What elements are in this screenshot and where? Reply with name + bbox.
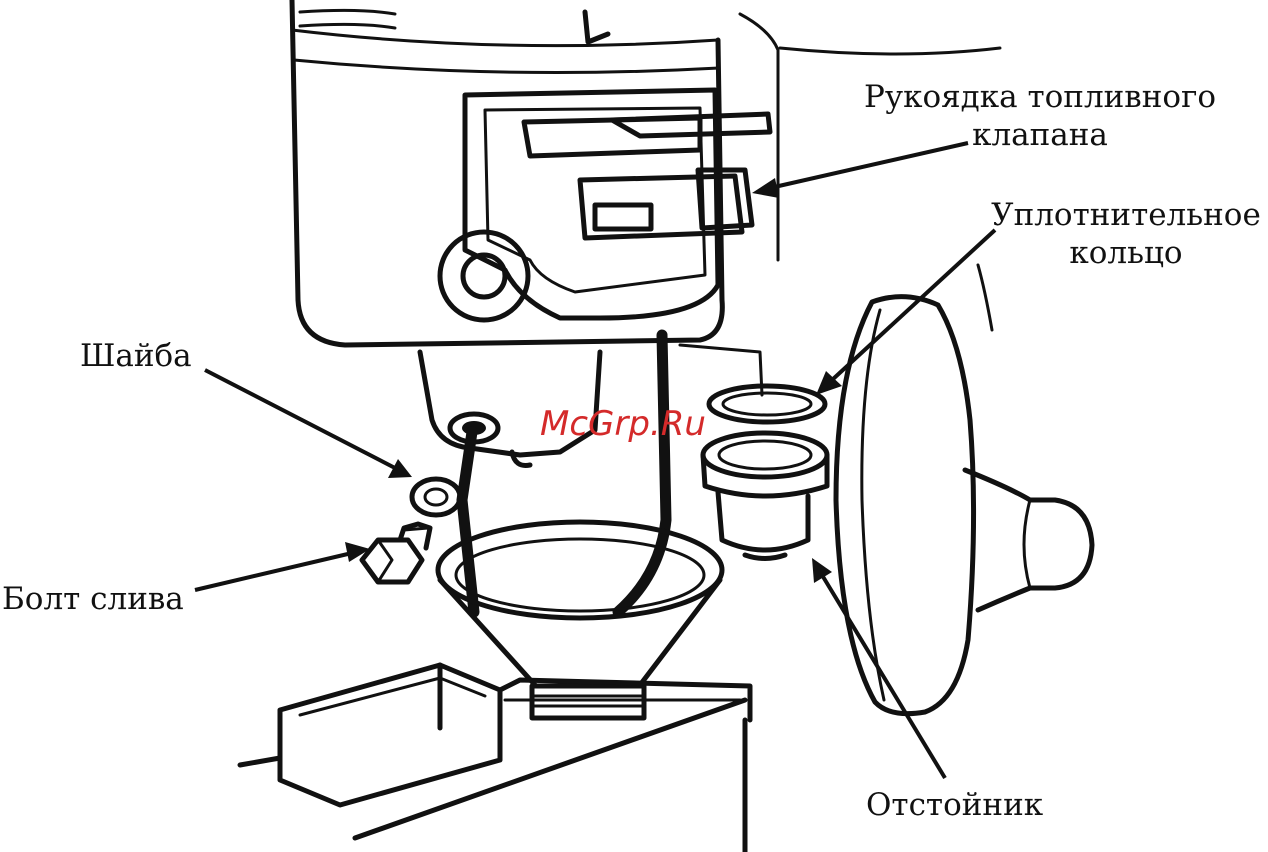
fuel-valve-handle (612, 114, 770, 228)
recoil-starter-housing (836, 265, 1092, 714)
sediment-cup-part (703, 433, 827, 559)
washer-label: Шайба (80, 337, 192, 375)
fuel-tank (292, 0, 1000, 345)
fuel-valve-handle-label-line2: клапана (850, 116, 1230, 154)
fuel-valve-handle-label-line1: Рукоядка топливного (850, 78, 1230, 116)
sealing-ring-label-line1: Уплотнительное (985, 196, 1267, 234)
fuel-valve-handle-label: Рукоядка топливного клапана (850, 78, 1230, 154)
sealing-ring-label-line2: кольцо (985, 234, 1267, 272)
drain-bolt-part (362, 524, 430, 582)
sealing-ring-label: Уплотнительное кольцо (985, 196, 1267, 272)
washer-part (412, 479, 460, 515)
funnel (438, 522, 722, 718)
sealing-ring-part (709, 386, 825, 422)
drain-container (240, 665, 750, 852)
fuel-hoses (462, 335, 666, 612)
fuel-valve-housing (440, 90, 742, 320)
watermark: McGrp.Ru (540, 404, 706, 444)
sediment-cup-label: Отстойник (866, 786, 1043, 824)
drain-bolt-label: Болт слива (2, 580, 184, 618)
